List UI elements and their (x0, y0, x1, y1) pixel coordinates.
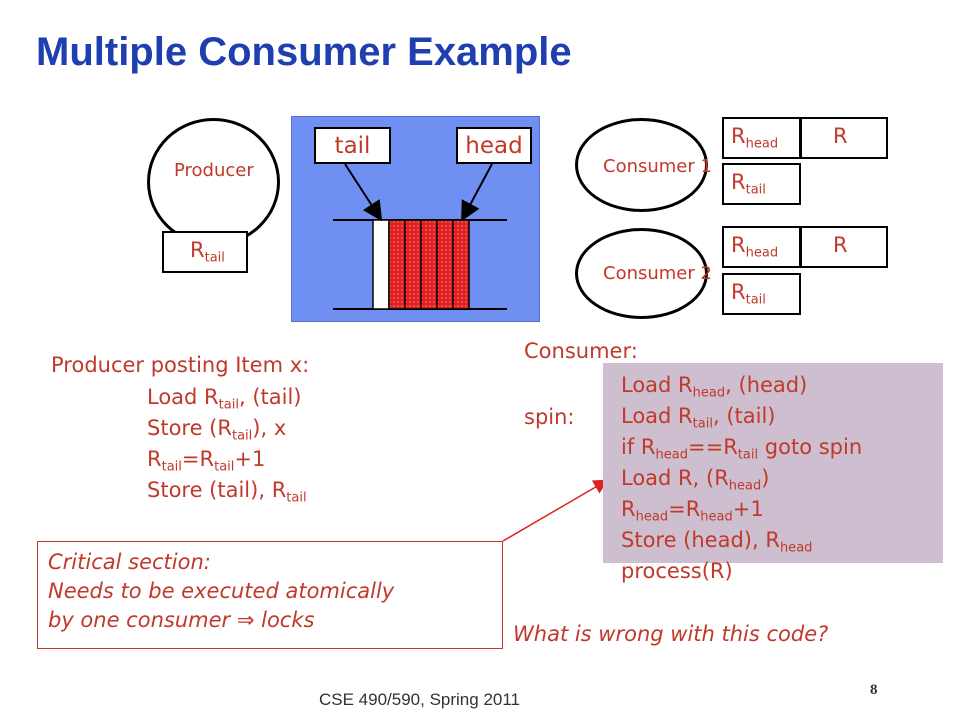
consumer1-rhead-label: Rhead (731, 124, 779, 152)
consumer2-node (575, 228, 708, 319)
consumer1-r-box (800, 117, 888, 159)
producer-code-block: Load Rtail, (tail) Store (Rtail), x Rtai… (147, 382, 307, 506)
slide-title: Multiple Consumer Example (36, 30, 572, 74)
slide-footer: CSE 490/590, Spring 2011 (319, 690, 520, 709)
implies-symbol: ⇒ (236, 608, 255, 632)
critical-section-title: Critical section: (48, 550, 211, 574)
critical-section-arrow (502, 479, 609, 542)
consumer1-rtail-label: Rtail (731, 170, 766, 198)
consumer2-r-box (800, 226, 888, 268)
queue-tail-pointer-box: tail (314, 127, 391, 164)
consumer-code-line: if Rhead==Rtail goto spin (621, 435, 863, 463)
producer-code-line: Load Rtail, (tail) (147, 385, 302, 413)
consumer2-rhead-label: Rhead (731, 233, 779, 261)
consumer2-rtail-label: Rtail (731, 280, 766, 308)
consumer-code-line: Load R, (Rhead) (621, 466, 770, 494)
consumer2-rhead-box (722, 226, 801, 268)
consumer1-rhead-box (722, 117, 801, 159)
consumer-critical-highlight (603, 363, 943, 563)
critical-section-callout: Critical section: Needs to be executed a… (37, 541, 503, 649)
consumer-code-line: Load Rtail, (tail) (621, 404, 776, 432)
consumer1-node (575, 118, 708, 212)
consumer2-label: Consumer 2 (603, 263, 712, 284)
producer-node (147, 118, 280, 246)
critical-section-line3: by one consumer ⇒ locks (48, 608, 315, 632)
critical-section-line2: Needs to be executed atomically (48, 579, 395, 603)
queue-head-pointer-box: head (456, 127, 532, 164)
producer-code-line: Store (tail), Rtail (147, 478, 307, 506)
consumer-code-block: Load Rhead, (head) Load Rtail, (tail) if… (621, 370, 862, 587)
consumer-code-heading: Consumer: (524, 339, 638, 363)
producer-label: Producer (174, 160, 254, 181)
producer-code-line: Store (Rtail), x (147, 416, 287, 444)
consumer-spin-label: spin: (524, 405, 575, 429)
consumer1-label: Consumer 1 (603, 156, 712, 177)
consumer-code-line: Store (head), Rhead (621, 528, 813, 556)
consumer-code-line: Rhead=Rhead+1 (621, 497, 764, 525)
consumer2-r-label: R (833, 233, 848, 257)
consumer2-rtail-box (722, 273, 801, 315)
consumer1-r-label: R (833, 124, 848, 148)
consumer-code-line: process(R) (621, 559, 733, 583)
consumer1-rtail-box (722, 163, 801, 205)
producer-code-line: Rtail=Rtail+1 (147, 447, 266, 475)
producer-register-box (162, 231, 248, 273)
consumer-code-line: Load Rhead, (head) (621, 373, 808, 401)
page-number: 8 (870, 682, 878, 698)
question-text: What is wrong with this code? (513, 622, 829, 646)
producer-register-label: Rtail (190, 238, 225, 266)
producer-code-heading: Producer posting Item x: (51, 353, 310, 377)
